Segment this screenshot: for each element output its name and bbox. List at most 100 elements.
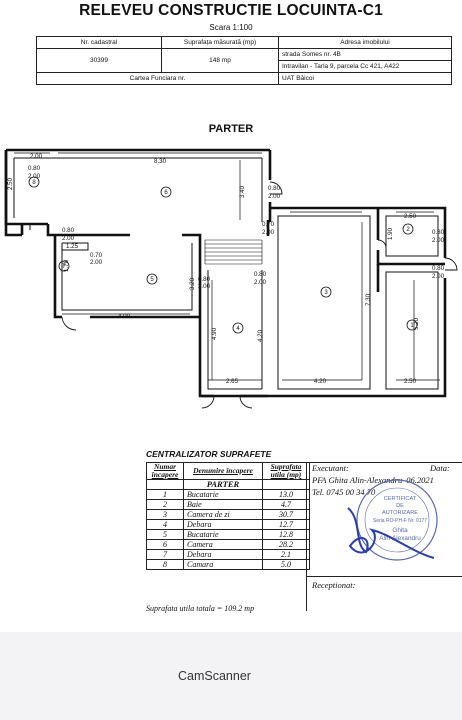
row-area: 13.0 (262, 489, 310, 500)
dim-label: 2.00 (432, 237, 445, 244)
room-number-5: 5 (150, 277, 154, 283)
dim-lines (14, 152, 440, 381)
row-name: Debara (183, 549, 263, 560)
room-number-4: 4 (236, 326, 240, 332)
dim-label: 0.80 (432, 229, 445, 236)
dim-label: 2.00 (28, 173, 41, 180)
row-name: Debara (183, 519, 263, 530)
dim-label: 2.00 (268, 193, 281, 200)
dim-label: 4.00 (118, 313, 131, 320)
suprafata-label: Suprafața măsurată (mp) (161, 36, 279, 49)
row-name: Camera (183, 539, 263, 550)
signature-scribble (347, 507, 435, 559)
authorization-stamp: CERTIFICAT DE AUTORIZARE Seria RO-PH-F N… (347, 479, 438, 561)
document-title: RELEVEU CONSTRUCTIE LOCUINTA-C1 (79, 2, 383, 19)
areas-table: Numar încapere Denumire încapere Suprafa… (146, 462, 310, 570)
executant-phone: Tel. 0745 00 34 70 (312, 487, 376, 497)
room-number-1: 1 (410, 323, 414, 329)
stamp-text: DE (396, 503, 404, 509)
stamp-text: CERTIFICAT (384, 496, 417, 502)
nr-cadastral-label: Nr. cadastral (36, 36, 162, 49)
row-nr: 8 (146, 559, 184, 570)
row-area: 4.7 (262, 499, 310, 510)
room-markers (28, 176, 418, 334)
dim-label: 4.90 (211, 327, 218, 340)
adresa-line-1: strada Somes nr. 4B (278, 48, 452, 61)
adresa-line-2: Intravilan - Tarla 9, parcela Cc 421, A4… (278, 60, 452, 73)
dim-label: 0.80 (254, 271, 267, 278)
dim-label: 2.50 (404, 213, 417, 220)
dim-label: 0.80 (198, 276, 211, 283)
dim-label: 2.50 (404, 378, 417, 385)
dim-label: 2.00 (62, 235, 75, 242)
cf-label: Cartea Funciara nr. (36, 72, 279, 85)
row-area: 5.0 (262, 559, 310, 570)
dim-label: 2.00 (262, 229, 275, 236)
row-area: 28.2 (262, 539, 310, 550)
dim-label: 1.70 (63, 259, 70, 272)
table-section-row: PARTER (146, 479, 310, 490)
uat-value: UAT Băicoi (278, 72, 452, 85)
stamp-text: Seria RO-PH-F Nr. 0177 (373, 518, 427, 524)
dim-label: 2.00 (198, 283, 211, 290)
dim-label: 2.00 (90, 259, 103, 266)
dim-label: 0.80 (432, 265, 445, 272)
camscanner-footer (0, 632, 462, 720)
dim-label: 3.20 (189, 277, 196, 290)
row-nr: 4 (146, 519, 184, 530)
dim-label: 0.70 (262, 221, 275, 228)
row-nr: 1 (146, 489, 184, 500)
col-sup-header: Suprafata utila (mp) (262, 462, 310, 480)
stamp-text: Ghita (392, 527, 408, 534)
stairs (204, 239, 263, 265)
row-area: 30.7 (262, 509, 310, 520)
dim-label: 2.50 (7, 177, 14, 190)
row-area: 12.8 (262, 529, 310, 540)
row-name: Baie (183, 499, 263, 510)
nr-cadastral-value: 30399 (36, 48, 162, 73)
room-number-6: 6 (164, 190, 168, 196)
camscanner-label: CamScanner (178, 669, 251, 683)
total-area: Suprafata utila totala = 109.2 mp (146, 604, 255, 613)
row-nr: 7 (146, 549, 184, 560)
door-swings (61, 181, 458, 409)
dim-label: 7.30 (365, 293, 372, 306)
executant-box (306, 462, 462, 611)
room-number-8: 8 (32, 180, 36, 186)
dim-label: 2.00 (254, 279, 267, 286)
stamp-inner-ring (364, 487, 430, 553)
receptionat-divider (306, 576, 462, 577)
dim-label: 4.20 (257, 329, 264, 342)
col-nr-header: Numar încapere (146, 462, 184, 480)
adresa-label: Adresa imobilului (278, 36, 452, 49)
executant-date: 06.2021 (406, 475, 434, 485)
centralizator-title: CENTRALIZATOR SUPRAFETE (146, 449, 272, 459)
receptionat-label: Receptionat: (312, 580, 356, 590)
row-area: 12.7 (262, 519, 310, 530)
dim-label: 0.80 (268, 185, 281, 192)
row-nr: 3 (146, 509, 184, 520)
col-den-header: Denumire încapere (183, 462, 263, 480)
row-nr: 5 (146, 529, 184, 540)
data-label: Data: (430, 463, 450, 473)
dim-label: 2.00 (30, 153, 43, 160)
stamp-text: AUTORIZARE (382, 510, 418, 516)
floor-plan: 2.00 8.30 2.50 0.80 2.00 3.40 0.80 2.00 … (4, 148, 458, 409)
stamp-ring (356, 479, 438, 561)
header-table: Nr. cadastral Suprafața măsurată (mp) Ad… (36, 36, 452, 85)
row-name: Camera de zi (183, 509, 263, 520)
dim-label: 8.30 (154, 158, 167, 165)
stamp-text: Alin-Alexandru (379, 535, 421, 542)
room-number-7: 7 (62, 264, 66, 270)
dim-label: 0.70 (90, 252, 103, 259)
row-name: Camara (183, 559, 263, 570)
